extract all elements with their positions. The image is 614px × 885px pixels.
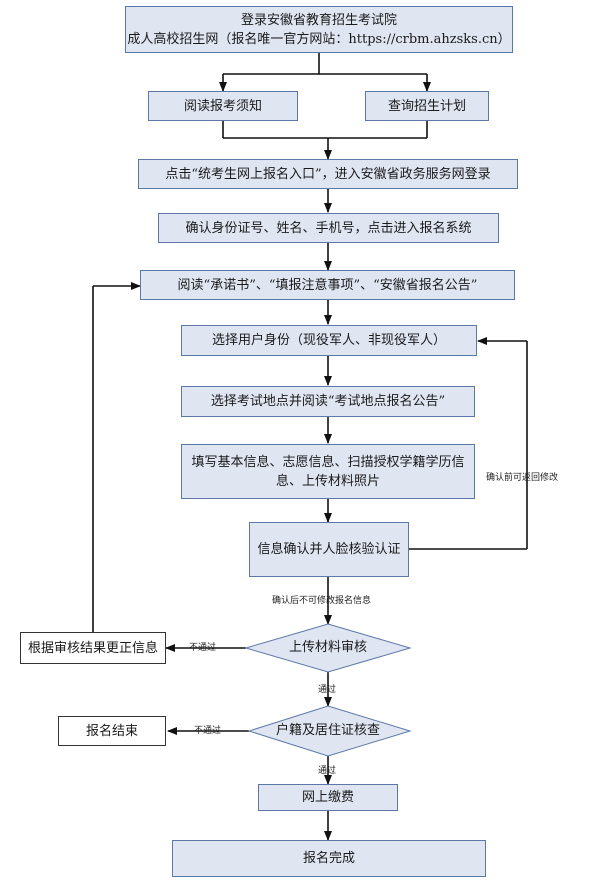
upload-review-label: 上传材料审核 xyxy=(288,640,367,655)
fill-info-step: 填写基本信息、志愿信息、扫描授权学籍学历信 息、上传材料照片 xyxy=(181,444,475,499)
pass1-label: 通过 xyxy=(318,685,337,695)
no-modify-after-label: 确认后不可修改报名信息 xyxy=(272,596,372,606)
confirm-verify-label: 信息确认并人脸核验认证 xyxy=(257,542,401,557)
fill-info-line1: 填写基本信息、志愿信息、扫描授权学籍学历信 xyxy=(191,454,465,470)
confirm-identity-step: 确认身份证号、姓名、手机号，点击进入报名系统 xyxy=(158,213,499,243)
login-step: 登录安徽省教育招生考试院 成人高校招生网（报名唯一官方网站：https://cr… xyxy=(125,6,513,53)
pass2-label: 通过 xyxy=(318,766,337,776)
complete-step: 报名完成 xyxy=(172,840,486,877)
query-plan-step: 查询招生计划 xyxy=(365,91,489,121)
login-line1: 登录安徽省教育招生考试院 xyxy=(240,12,397,28)
complete-label: 报名完成 xyxy=(302,851,355,866)
confirm-verify-step: 信息确认并人脸核验认证 xyxy=(249,522,409,577)
read-notice-step: 阅读报考须知 xyxy=(148,91,298,121)
login-line2: 成人高校招生网（报名唯一官方网站：https://crbm.ahzsks.cn） xyxy=(127,31,511,47)
modify-before-confirm-label: 确认前可返回修改 xyxy=(486,473,559,483)
end-label: 报名结束 xyxy=(85,723,138,739)
select-identity-label: 选择用户身份（现役军人、非现役军人） xyxy=(211,333,446,348)
read-docs-step: 阅读“承诺书”、“填报注意事项”、“安徽省报名公告” xyxy=(140,270,515,300)
payment-label: 网上缴费 xyxy=(301,790,354,805)
query-plan-label: 查询招生计划 xyxy=(387,98,466,114)
payment-step: 网上缴费 xyxy=(258,784,398,811)
fill-info-line2: 息、上传材料照片 xyxy=(275,473,380,489)
click-entry-label: 点击“统考生网上报名入口”，进入安徽省政务服务网登录 xyxy=(165,166,491,182)
fail2-label: 不通过 xyxy=(194,726,222,736)
select-location-label: 选择考试地点并阅读“考试地点报名公告” xyxy=(210,394,446,409)
upload-review-diamond xyxy=(244,623,412,673)
household-check-diamond xyxy=(247,705,412,757)
read-notice-label: 阅读报考须知 xyxy=(183,98,262,114)
correct-info-label: 根据审核结果更正信息 xyxy=(27,640,158,656)
click-entry-step: 点击“统考生网上报名入口”，进入安徽省政务服务网登录 xyxy=(138,159,518,189)
confirm-identity-label: 确认身份证号、姓名、手机号，点击进入报名系统 xyxy=(185,220,472,236)
household-check-label: 户籍及居住证核查 xyxy=(275,723,380,738)
read-docs-label: 阅读“承诺书”、“填报注意事项”、“安徽省报名公告” xyxy=(177,277,478,293)
end-step: 报名结束 xyxy=(58,716,166,746)
correct-info-step: 根据审核结果更正信息 xyxy=(20,632,166,664)
fail1-label: 不通过 xyxy=(189,643,217,653)
select-location-step: 选择考试地点并阅读“考试地点报名公告” xyxy=(181,386,475,417)
select-identity-step: 选择用户身份（现役军人、非现役军人） xyxy=(181,325,477,356)
